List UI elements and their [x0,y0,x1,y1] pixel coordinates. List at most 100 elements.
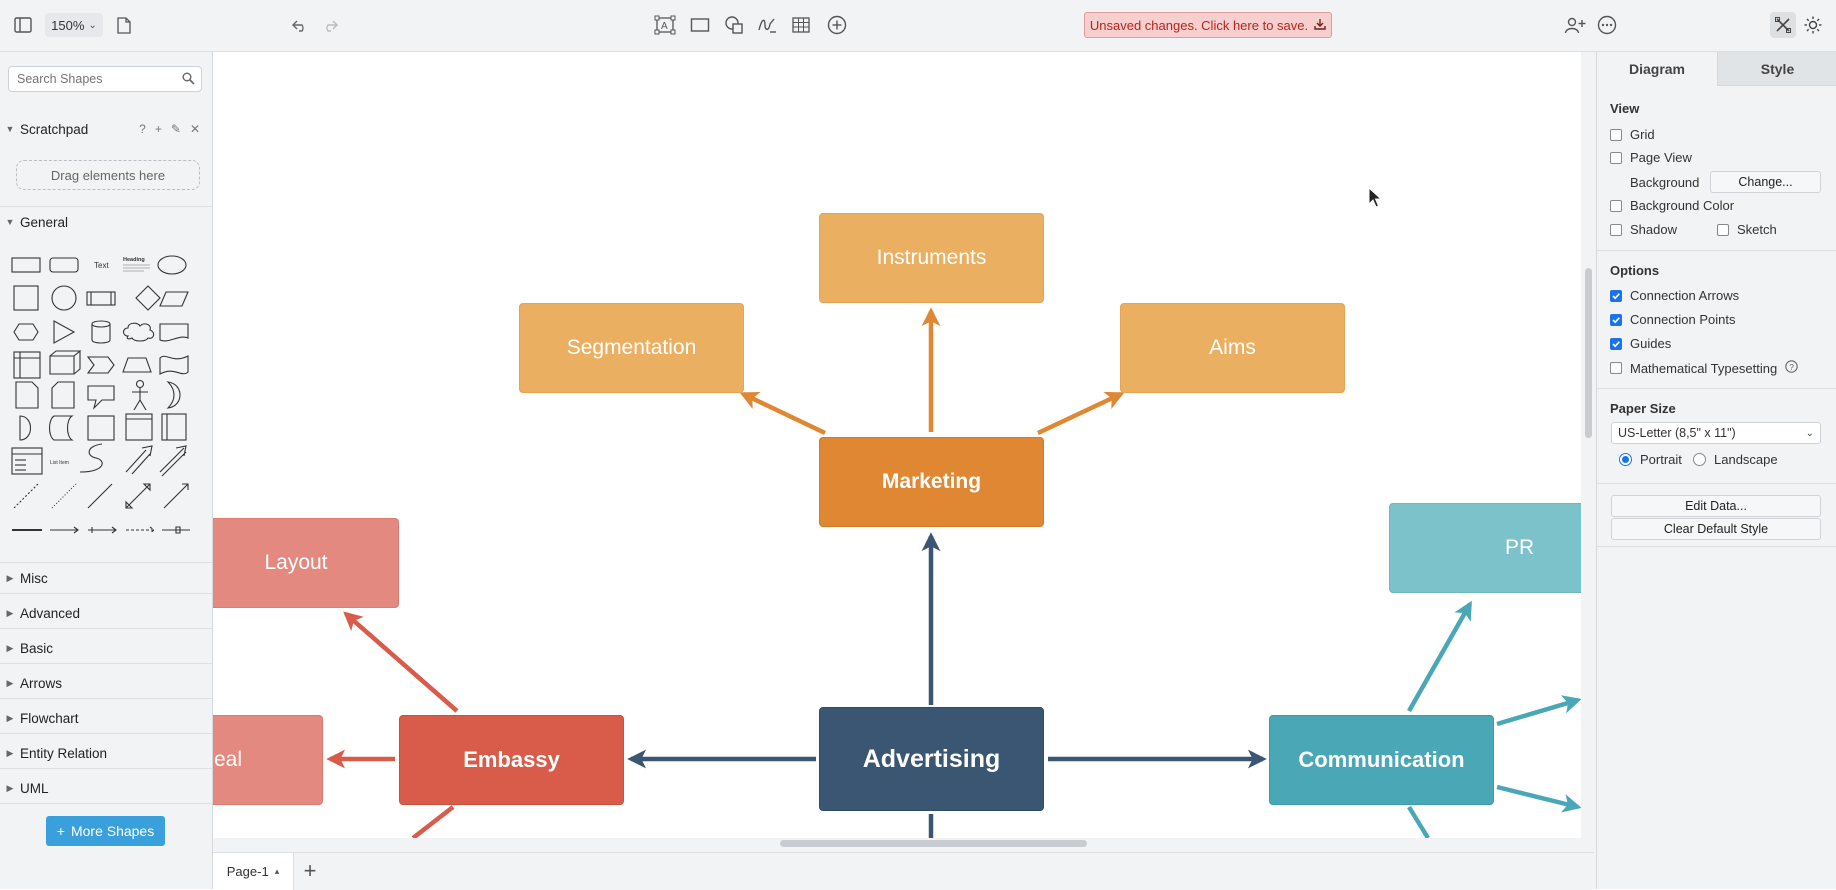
shape-container[interactable] [87,415,115,441]
shape-directional-connector[interactable] [163,483,189,509]
shape-parallelogram[interactable] [159,291,189,307]
help-icon[interactable]: ? [139,122,146,136]
connector-embassy-layout[interactable] [343,611,459,713]
landscape-radio[interactable] [1693,453,1706,466]
guides-option[interactable]: Guides [1610,336,1671,351]
shape-or[interactable] [166,381,181,409]
connection-arrows-option[interactable]: Connection Arrows [1610,288,1739,303]
grid-checkbox[interactable] [1610,128,1622,141]
more-options-icon[interactable] [1595,14,1619,36]
math-typesetting-option[interactable]: Mathematical Typesetting ? [1610,360,1798,376]
page-view-option[interactable]: Page View [1610,150,1692,165]
background-color-option[interactable]: Background Color [1610,198,1734,213]
add-icon[interactable]: + [154,122,162,136]
shape-connector-arrow[interactable] [50,526,79,534]
math-typesetting-checkbox[interactable] [1610,362,1622,374]
guides-checkbox[interactable] [1610,337,1622,350]
shadow-checkbox[interactable] [1610,223,1622,236]
grid-option[interactable]: Grid [1610,127,1655,142]
shape-note[interactable] [15,381,39,409]
shape-triangle[interactable] [53,320,76,344]
shadow-option[interactable]: Shadow [1610,222,1677,237]
shape-card[interactable] [51,381,75,409]
insert-plus-icon[interactable] [825,14,849,36]
portrait-radio[interactable] [1619,453,1632,466]
node-pr[interactable]: PR [1389,503,1581,593]
scratchpad-dropzone[interactable]: Drag elements here [16,160,200,190]
page-icon[interactable] [114,14,134,36]
help-icon[interactable]: ? [1785,360,1798,376]
node-instruments[interactable]: Instruments [819,213,1044,303]
node-advertising[interactable]: Advertising [819,707,1044,811]
format-tools-icon[interactable] [1770,12,1796,38]
shape-square[interactable] [13,285,39,311]
redo-icon[interactable] [319,14,341,36]
shape-arrow[interactable] [159,445,187,477]
shape-cloud[interactable] [122,322,155,342]
connection-points-checkbox[interactable] [1610,313,1622,326]
shape-dotted-line[interactable] [51,483,77,509]
portrait-option[interactable]: Portrait [1619,452,1682,467]
table-tool-icon[interactable] [789,14,813,36]
tab-style[interactable]: Style [1717,52,1836,86]
rectangle-tool-icon[interactable] [688,14,712,36]
sketch-checkbox[interactable] [1717,223,1729,236]
shape-data-storage[interactable] [48,415,74,441]
node-marketing[interactable]: Marketing [819,437,1044,527]
shape-cube[interactable] [49,350,82,375]
shape-dashed-line[interactable] [13,483,39,509]
horizontal-scrollbar[interactable] [780,840,1087,847]
shape-tape[interactable] [159,355,189,375]
background-color-checkbox[interactable] [1610,199,1622,212]
page-tab[interactable]: Page-1 ▴ [213,853,294,890]
connector-communication-right-upper[interactable] [1496,695,1581,727]
node-segmentation[interactable]: Segmentation [519,303,744,393]
scratchpad-header[interactable]: ▼ Scratchpad ? + ✎ ✕ [0,115,212,143]
diagram-canvas[interactable]: Instruments Segmentation Aims Marketing … [213,52,1581,838]
connector-embassy-down[interactable] [411,805,455,838]
shape-list-item[interactable]: List Item [50,460,69,466]
chevron-up-icon[interactable]: ▴ [274,866,280,876]
category-advanced[interactable]: ▶ Advanced [0,599,212,627]
shape-internal-storage[interactable] [13,351,41,379]
clear-default-style-button[interactable]: Clear Default Style [1611,518,1821,540]
shape-heading[interactable]: Heading [123,257,145,263]
shape-rectangle[interactable] [11,257,41,273]
format-panel-toggle-icon[interactable] [12,14,34,36]
shape-rounded-rectangle[interactable] [49,257,79,273]
edit-pencil-icon[interactable]: ✎ [170,122,181,136]
share-user-icon[interactable] [1563,14,1587,36]
shape-ellipse[interactable] [157,255,187,275]
text-tool-icon[interactable]: A [653,14,677,36]
undo-icon[interactable] [289,14,311,36]
shape-connector-label[interactable] [88,526,117,534]
category-entity-relation[interactable]: ▶ Entity Relation [0,739,212,767]
unsaved-changes-banner[interactable]: Unsaved changes. Click here to save. [1084,12,1332,38]
node-aims[interactable]: Aims [1120,303,1345,393]
shape-vertical-container[interactable] [161,413,187,441]
node-layout[interactable]: Layout [213,518,399,608]
sketch-option[interactable]: Sketch [1717,222,1777,237]
shape-circle[interactable] [51,285,77,311]
connector-marketing-aims[interactable] [1037,391,1125,436]
shape-callout[interactable] [87,385,115,410]
shape-text[interactable]: Text [94,261,109,270]
close-icon[interactable]: ✕ [189,122,200,136]
theme-sun-icon[interactable] [1801,13,1825,37]
node-communication[interactable]: Communication [1269,715,1494,805]
node-appeal[interactable]: peal [213,715,323,805]
shape-curve[interactable] [79,443,103,473]
landscape-option[interactable]: Landscape [1693,452,1778,467]
category-basic[interactable]: ▶ Basic [0,634,212,662]
shape-step[interactable] [86,356,115,374]
search-icon[interactable] [182,72,195,90]
shape-actor[interactable] [135,379,145,389]
more-shapes-button[interactable]: + More Shapes [46,816,165,846]
shape-list[interactable] [11,447,43,475]
shape-line[interactable] [87,483,113,509]
connector-communication-pr[interactable] [1407,600,1472,713]
connector-communication-down[interactable] [1407,805,1430,838]
shape-trapezoid[interactable] [122,357,152,373]
shape-process[interactable] [86,291,116,306]
category-uml[interactable]: ▶ UML [0,774,212,802]
